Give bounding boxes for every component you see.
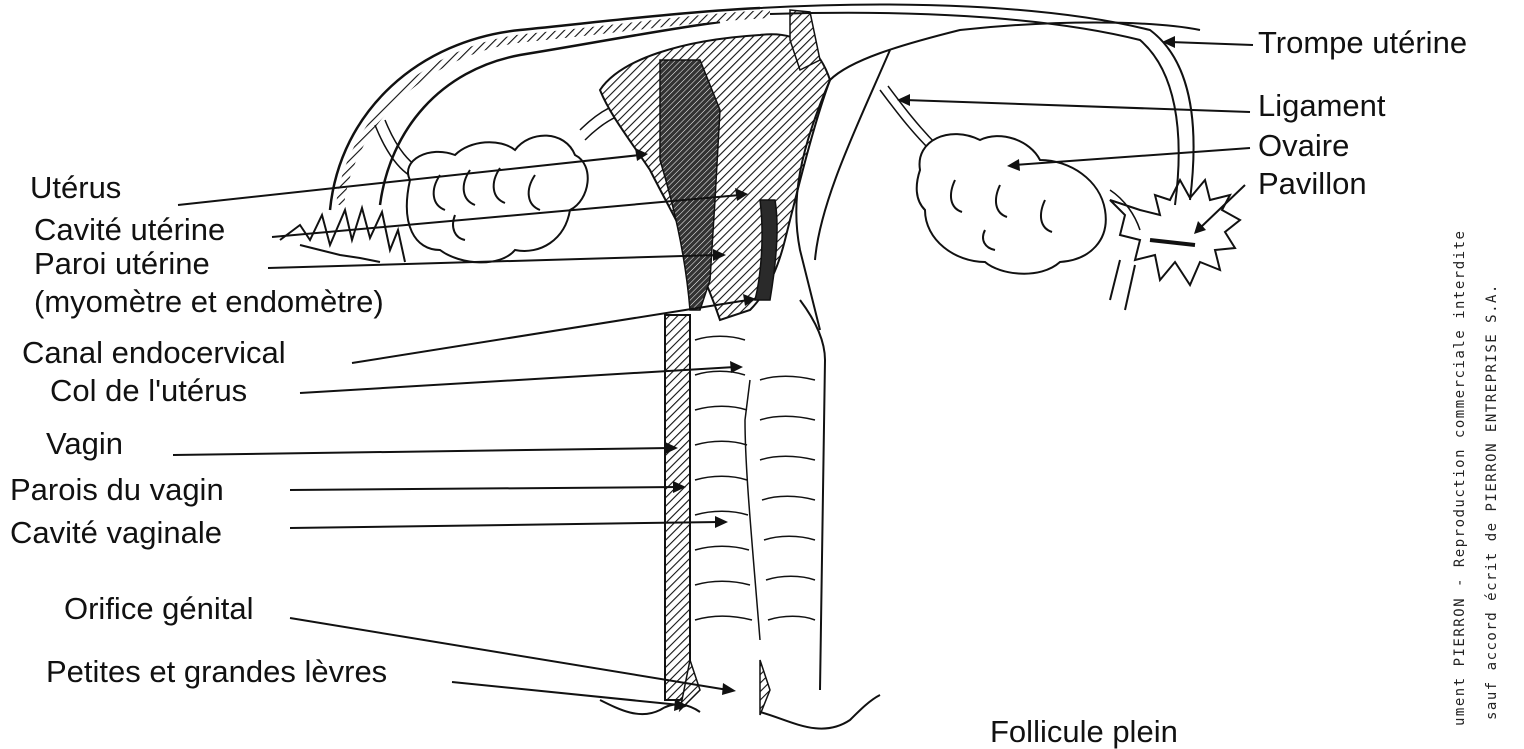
copyright-line-1: ument PIERRON - Reproduction commerciale… bbox=[1452, 230, 1468, 726]
diagram-canvas: Utérus Cavité utérine Paroi utérine (myo… bbox=[0, 0, 1524, 734]
cervix-and-vagina bbox=[665, 300, 825, 715]
leader-ligament bbox=[905, 100, 1250, 112]
leader-trompe bbox=[1170, 42, 1253, 45]
label-uterus: Utérus bbox=[30, 172, 121, 203]
label-ovaire: Ovaire bbox=[1258, 130, 1349, 161]
copyright-line-2: sauf accord écrit de PIERRON ENTREPRISE … bbox=[1484, 283, 1500, 720]
label-vagin: Vagin bbox=[46, 428, 123, 459]
label-ligament: Ligament bbox=[1258, 90, 1386, 121]
uterus-body bbox=[600, 10, 830, 320]
leader-vagin bbox=[173, 448, 670, 455]
arrowhead-trompe bbox=[1162, 36, 1175, 48]
label-orifice-genital: Orifice génital bbox=[64, 593, 254, 624]
leader-cavite-vaginale bbox=[290, 522, 720, 528]
label-parois-vagin: Parois du vagin bbox=[10, 474, 224, 505]
label-levres: Petites et grandes lèvres bbox=[46, 656, 387, 687]
label-pavillon: Pavillon bbox=[1258, 168, 1367, 199]
leader-parois-vagin bbox=[290, 487, 678, 490]
vulva-outline bbox=[600, 695, 880, 729]
label-cavite-vaginale: Cavité vaginale bbox=[10, 517, 222, 548]
label-trompe: Trompe utérine bbox=[1258, 27, 1467, 58]
arrowhead-orifice bbox=[722, 683, 736, 695]
left-ovary bbox=[407, 136, 588, 263]
leader-levres bbox=[452, 682, 680, 705]
arrowhead-col bbox=[730, 361, 743, 373]
right-ovary bbox=[917, 134, 1106, 274]
label-paroi-uterine-detail: (myomètre et endomètre) bbox=[34, 286, 384, 317]
arrowhead-cavite-vag bbox=[715, 516, 728, 528]
label-paroi-uterine: Paroi utérine bbox=[34, 248, 210, 279]
label-cavite-uterine: Cavité utérine bbox=[34, 214, 225, 245]
leader-ovaire bbox=[1015, 148, 1250, 165]
label-follicule: Follicule plein bbox=[990, 716, 1178, 747]
arrowhead-ligament bbox=[897, 94, 910, 106]
label-col: Col de l'utérus bbox=[50, 375, 247, 406]
label-canal-endocervical: Canal endocervical bbox=[22, 337, 286, 368]
